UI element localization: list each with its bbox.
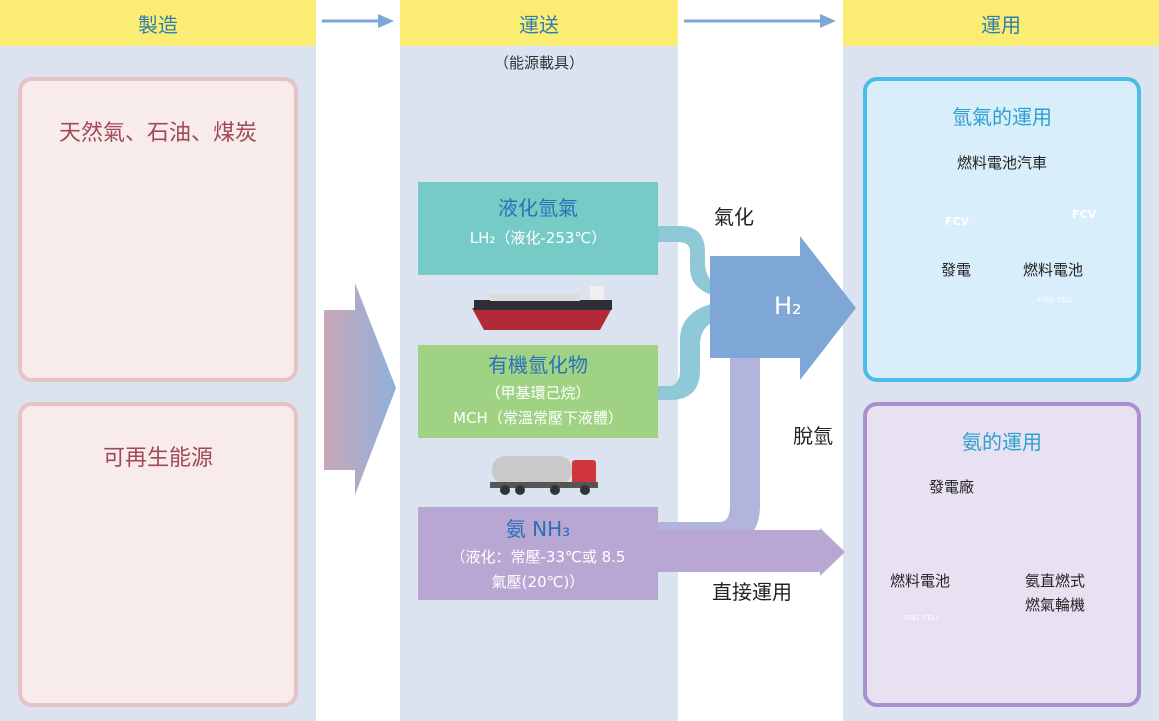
ammonia-use-panel: 氨的運用 發電廠 燃料電池 氨直燃式 燃氣輪機 FUEL CELL <box>863 402 1141 707</box>
usage-header: 運用 <box>843 0 1159 46</box>
production-header: 製造 <box>0 0 316 46</box>
ammonia-use-title: 氨的運用 <box>962 430 1042 454</box>
hydrogen-use-title: 氫氣的運用 <box>952 105 1052 129</box>
lh2-box: 液化氫氣 LH₂（液化-253℃） <box>418 182 658 275</box>
mch-box: 有機氫化物 （甲基環己烷） MCH（常溫常壓下液體） <box>418 345 658 438</box>
lh2-detail: LH₂（液化-253℃） <box>469 229 607 247</box>
tanker-truck-icon <box>490 456 598 495</box>
fcv-bus-text: FCV <box>945 215 970 228</box>
ammonia-fuel-cell-label: 燃料電池 <box>890 572 951 590</box>
plant-label: 發電廠 <box>929 478 975 496</box>
header-arrow-1 <box>322 14 394 28</box>
mch-line1: （甲基環己烷） <box>485 384 591 402</box>
direct-use-label: 直接運用 <box>712 580 792 604</box>
nh3-box: 氨 NH₃ （液化：常壓-33℃或 8.5 氣壓(20℃)） <box>418 507 658 600</box>
fossil-fuel-title: 天然氣、石油、煤炭 <box>58 121 257 146</box>
ammonia-fuel-cell-text: FUEL CELL <box>903 614 940 622</box>
flow-ribbons <box>658 226 856 576</box>
fcv-car-text: FCV <box>1072 208 1097 221</box>
fuel-cell-text: FUEL CELL <box>1037 296 1074 304</box>
header-arrow-2 <box>684 14 836 28</box>
hydrogen-use-panel: 氫氣的運用 燃料電池汽車 FCV FCV 發電 燃料電池 FUEL CELL <box>863 77 1141 382</box>
nh3-line1: （液化：常壓-33℃或 8.5 <box>450 548 626 566</box>
fcv-label: 燃料電池汽車 <box>956 154 1047 172</box>
renewable-title: 可再生能源 <box>102 446 213 471</box>
production-arrow <box>324 283 396 495</box>
gasify-label: 氣化 <box>714 205 754 229</box>
h2-arrow <box>710 236 856 380</box>
h2-label: H₂ <box>774 292 802 320</box>
renewable-panel: 可再生能源 <box>18 402 298 707</box>
dehydrogenation-label: 脫氫 <box>793 424 833 448</box>
mch-line2: MCH（常溫常壓下液體） <box>453 409 623 427</box>
transport-subtitle: （能源載具） <box>493 54 584 72</box>
fossil-fuel-panel: 天然氣、石油、煤炭 <box>18 77 298 382</box>
nh3-line2: 氣壓(20℃)） <box>491 573 585 591</box>
fuel-cell-label: 燃料電池 <box>1023 261 1084 279</box>
nh3-title: 氨 NH₃ <box>505 517 571 541</box>
transport-header: 運送 <box>400 0 678 46</box>
lh2-title: 液化氫氣 <box>498 196 578 220</box>
turbine-label-2: 燃氣輪機 <box>1025 596 1086 614</box>
tanker-ship-icon <box>472 286 612 330</box>
turbine-label-1: 氨直燃式 <box>1025 572 1086 590</box>
power-label: 發電 <box>941 261 972 279</box>
mch-title: 有機氫化物 <box>488 353 588 377</box>
